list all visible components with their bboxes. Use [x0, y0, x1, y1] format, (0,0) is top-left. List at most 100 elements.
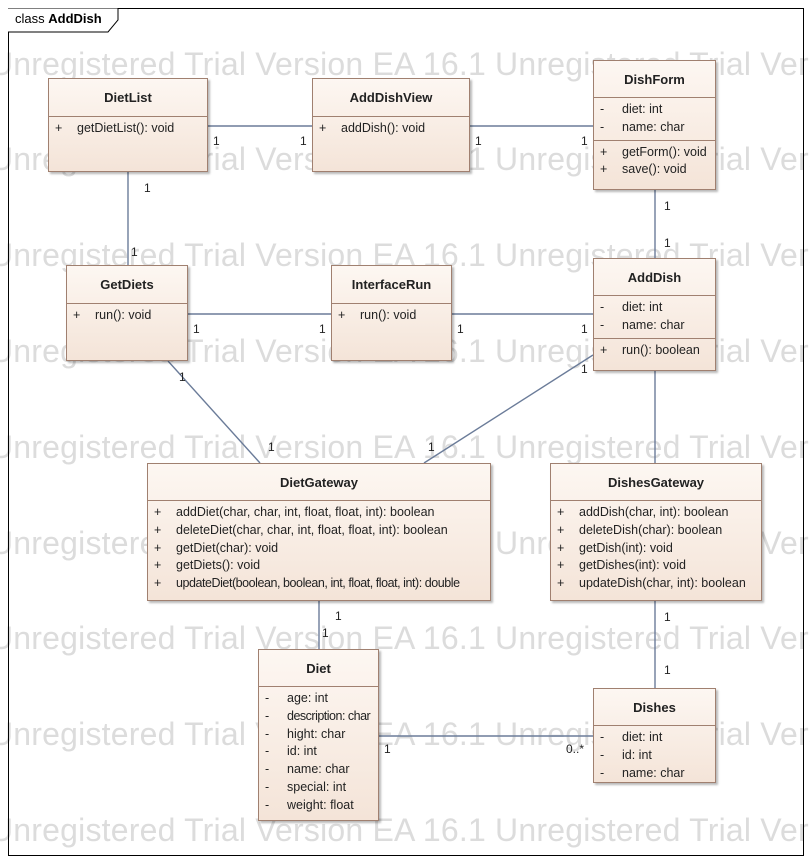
operation-text: deleteDish(char): boolean: [579, 522, 723, 537]
operation: +getDiets(): void: [148, 557, 490, 575]
operations-compartment: + run(): boolean: [594, 339, 715, 363]
class-name: AddDishView: [313, 79, 469, 117]
visibility-marker: +: [557, 505, 565, 519]
operations-compartment: + getDietList(): void: [49, 117, 207, 141]
operations-compartment: + run(): void: [67, 304, 187, 328]
class-getdiets[interactable]: GetDiets + run(): void: [66, 265, 188, 361]
attribute-text: description: char: [287, 708, 371, 723]
operation-text: updateDiet(boolean, boolean, int, float,…: [176, 576, 460, 591]
visibility-marker: -: [265, 762, 270, 777]
multiplicity-label: 1: [300, 134, 307, 148]
multiplicity-label: 1: [664, 610, 671, 624]
visibility-marker: -: [265, 779, 270, 794]
class-interfacerun[interactable]: InterfaceRun +run(): void: [331, 265, 452, 361]
operation: +updateDish(char, int): boolean: [551, 575, 761, 593]
attribute: -name: char: [259, 761, 378, 779]
operation-text: addDiet(char, char, int, float, float, i…: [176, 505, 435, 519]
operation: + run(): void: [67, 307, 187, 325]
attributes-compartment: - diet: int - id: int -name: char: [594, 726, 715, 785]
class-name: GetDiets: [67, 266, 187, 304]
attribute-text: diet: int: [622, 102, 663, 116]
visibility-marker: -: [265, 726, 270, 741]
visibility-marker: +: [557, 540, 565, 555]
attribute: -age: int: [259, 690, 378, 708]
attribute: -description: char: [259, 708, 378, 726]
multiplicity-label: 1: [131, 245, 138, 259]
operation: + run(): boolean: [594, 342, 715, 360]
class-name: DishesGateway: [551, 464, 761, 501]
frame-title: class AddDish: [15, 11, 102, 26]
operation: + run(): void: [332, 307, 451, 325]
link-getdiets-dietgateway: [167, 360, 261, 464]
operation: + getDiet(char): void: [148, 540, 490, 558]
frame-tab: [8, 8, 119, 33]
visibility-marker: +: [73, 308, 81, 322]
operation-text: getDietList(): void: [77, 121, 175, 135]
visibility-marker: -: [600, 102, 605, 116]
operation-text: run(): boolean: [622, 342, 700, 357]
visibility-marker: -: [600, 300, 605, 314]
operation-text: addDish(): void: [341, 121, 426, 135]
visibility-marker: -: [600, 747, 605, 762]
visibility-marker: -: [265, 797, 270, 812]
operation: +deleteDiet(char, char, int, float, floa…: [148, 522, 490, 540]
multiplicity-label: 1: [581, 322, 588, 336]
multiplicity-label: 1: [664, 199, 671, 213]
class-adddish[interactable]: AddDish -diet: int -name: char +run(): b…: [593, 258, 716, 371]
operations-compartment: + addDish(): void: [313, 117, 469, 141]
class-dietgateway[interactable]: DietGateway +addDiet(char, char, int, fl…: [147, 463, 491, 601]
visibility-marker: +: [600, 162, 608, 177]
attribute-text: diet: int: [622, 300, 663, 314]
visibility-marker: +: [55, 121, 63, 135]
attribute: -name: char: [594, 765, 715, 783]
visibility-marker: +: [319, 121, 327, 135]
diagram-frame: [8, 8, 804, 856]
operation: + getDietList(): void: [49, 120, 207, 138]
attribute-text: name: char: [622, 765, 685, 780]
attribute-text: id: int: [287, 744, 317, 759]
operation: + getDishes(int): void: [551, 557, 761, 575]
attribute: -name: char: [594, 119, 715, 137]
attribute-text: special: int: [287, 779, 347, 794]
operation: + addDish(): void: [313, 120, 469, 138]
visibility-marker: +: [338, 308, 346, 322]
class-dishes[interactable]: Dishes -diet: int -id: int -name: char: [593, 688, 716, 783]
operation-text: getDiets(): void: [176, 558, 261, 573]
class-dishform[interactable]: DishForm -diet: int -name: char +getForm…: [593, 60, 716, 190]
attribute: - diet: int: [594, 101, 715, 119]
visibility-marker: +: [557, 558, 565, 573]
visibility-marker: +: [600, 342, 608, 357]
operation-text: getDishes(int): void: [579, 558, 686, 573]
operation-text: run(): void: [360, 308, 417, 322]
operation-text: getForm(): void: [622, 144, 707, 159]
visibility-marker: -: [265, 691, 270, 705]
class-dietlist[interactable]: DietList +getDietList(): void: [48, 78, 208, 172]
multiplicity-label: 1: [384, 742, 391, 756]
multiplicity-label: 1: [213, 134, 220, 148]
link-adddish-dietgateway: [423, 354, 594, 464]
attribute-text: hight: char: [287, 726, 346, 741]
operations-compartment: +addDish(char, int): boolean +deleteDish…: [551, 501, 761, 596]
operation-text: save(): void: [622, 162, 687, 177]
class-dishesgateway[interactable]: DishesGateway +addDish(char, int): boole…: [550, 463, 762, 601]
operation: +getForm(): void: [594, 144, 715, 162]
operations-compartment: + run(): void: [332, 304, 451, 328]
attribute-text: name: char: [622, 317, 685, 332]
visibility-marker: -: [600, 317, 605, 332]
multiplicity-label: 1: [428, 440, 435, 454]
visibility-marker: +: [154, 540, 162, 555]
visibility-marker: +: [557, 522, 565, 537]
attributes-compartment: - diet: int - name: char: [594, 296, 715, 339]
attribute-text: id: int: [622, 747, 652, 762]
class-diet[interactable]: Diet -age: int -description: char -hight…: [258, 649, 379, 821]
attribute: - special: int: [259, 779, 378, 797]
visibility-marker: -: [600, 730, 605, 744]
attribute-text: name: char: [622, 119, 685, 134]
operation-text: getDiet(char): void: [176, 540, 279, 555]
class-adddishview[interactable]: AddDishView + addDish(): void: [312, 78, 470, 172]
operation: + deleteDish(char): boolean: [551, 522, 761, 540]
operation-text: run(): void: [95, 308, 152, 322]
class-name: DishForm: [594, 61, 715, 98]
attribute-text: diet: int: [622, 730, 663, 744]
